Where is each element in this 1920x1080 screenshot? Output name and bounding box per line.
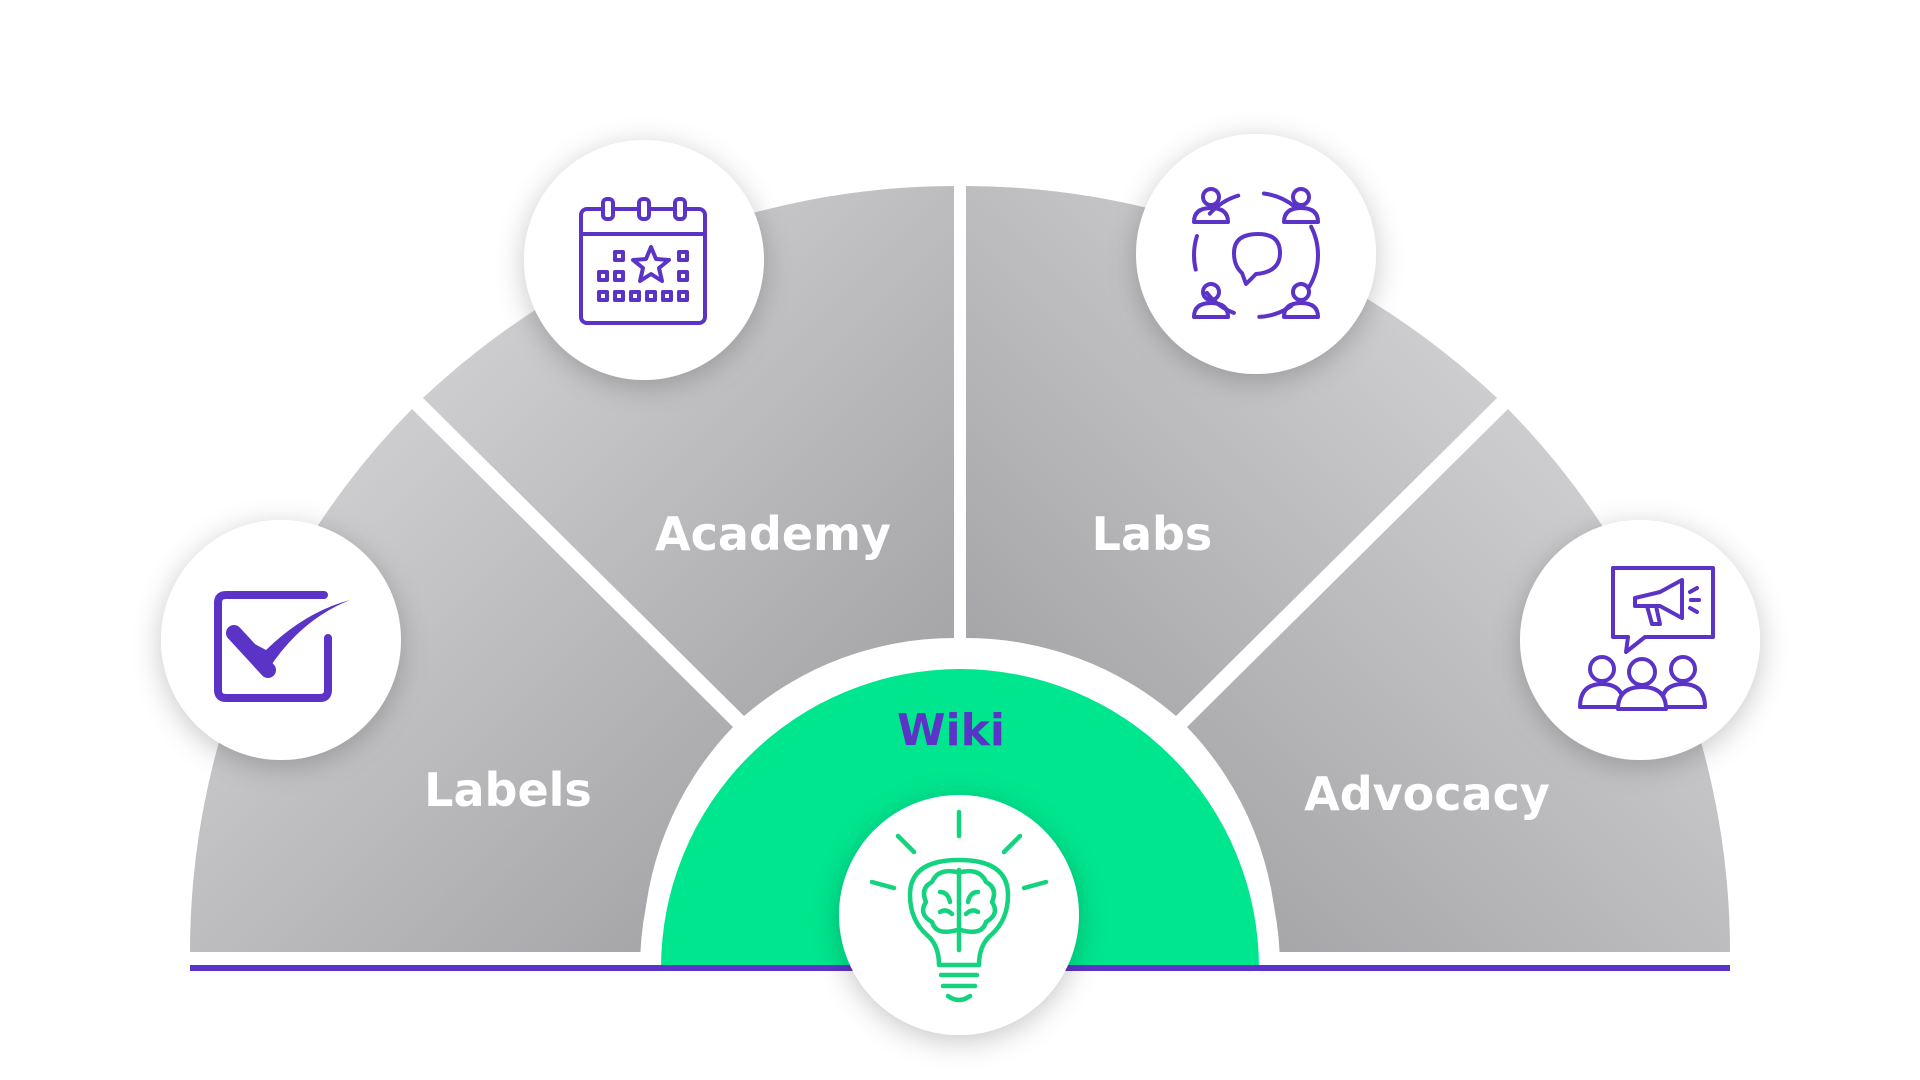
wiki-icon-badge[interactable] (839, 795, 1079, 1035)
segment-label-academy: Academy (655, 507, 891, 561)
hub-label: Wiki (897, 705, 1005, 756)
academy-icon-badge[interactable] (524, 140, 764, 380)
community-chat-icon (1192, 187, 1320, 319)
megaphone-audience-icon (1578, 566, 1715, 711)
advocacy-icon-badge[interactable] (1520, 520, 1760, 760)
segment-label-labs: Labs (1092, 507, 1213, 561)
calendar-star-icon (579, 197, 707, 325)
checkbox-check-icon (214, 591, 350, 702)
segment-label-labels: Labels (424, 763, 592, 817)
lightbulb-brain-icon (869, 809, 1049, 1003)
labs-icon-badge[interactable] (1136, 134, 1376, 374)
labels-icon-badge[interactable] (161, 520, 401, 760)
segment-label-advocacy: Advocacy (1304, 767, 1550, 821)
segment-labs[interactable] (966, 186, 1497, 716)
